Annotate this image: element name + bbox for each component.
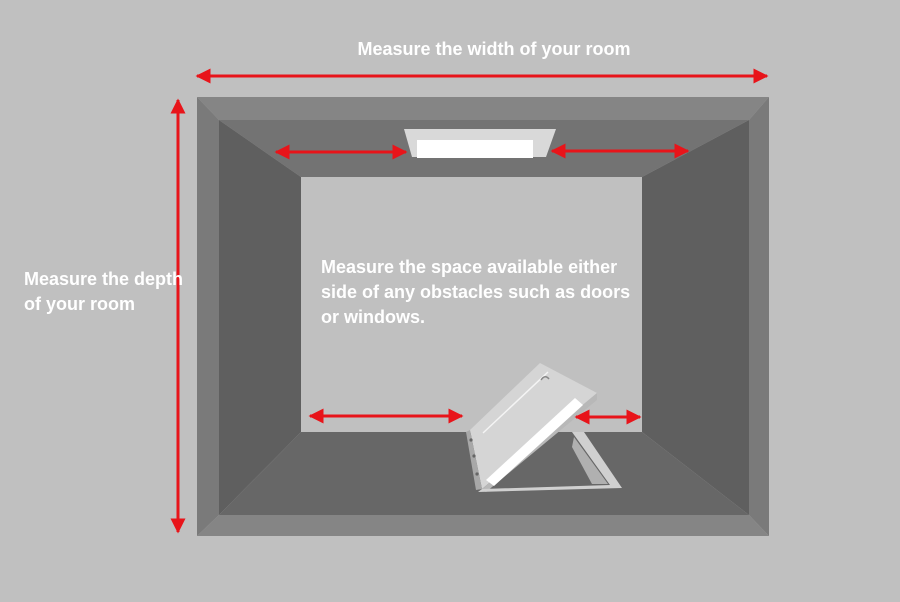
wall-right [642, 120, 749, 515]
frame-right [749, 97, 769, 536]
door-hinge [475, 472, 479, 476]
width-instruction: Measure the width of your room [357, 39, 631, 59]
room-frame [197, 97, 769, 536]
frame-left [197, 97, 219, 536]
door-hinge [472, 454, 476, 458]
measurement-arrows [170, 68, 769, 534]
window [404, 129, 556, 158]
window-glass [417, 140, 533, 158]
door-glass-stripe [486, 398, 583, 486]
door-threshold [478, 432, 622, 492]
depth-instruction: Measure the depth of your room [24, 269, 184, 314]
wall-left [219, 120, 301, 515]
door-handle [540, 376, 550, 381]
door-threshold-inner [572, 437, 608, 484]
door [466, 363, 622, 492]
obstacle-space-instruction: Measure the space available either side … [321, 257, 631, 327]
door-hinge [469, 438, 473, 442]
door-inner-line [482, 371, 549, 434]
door-panel [470, 363, 597, 489]
frame-bottom [197, 515, 769, 536]
frame-top [197, 97, 769, 120]
